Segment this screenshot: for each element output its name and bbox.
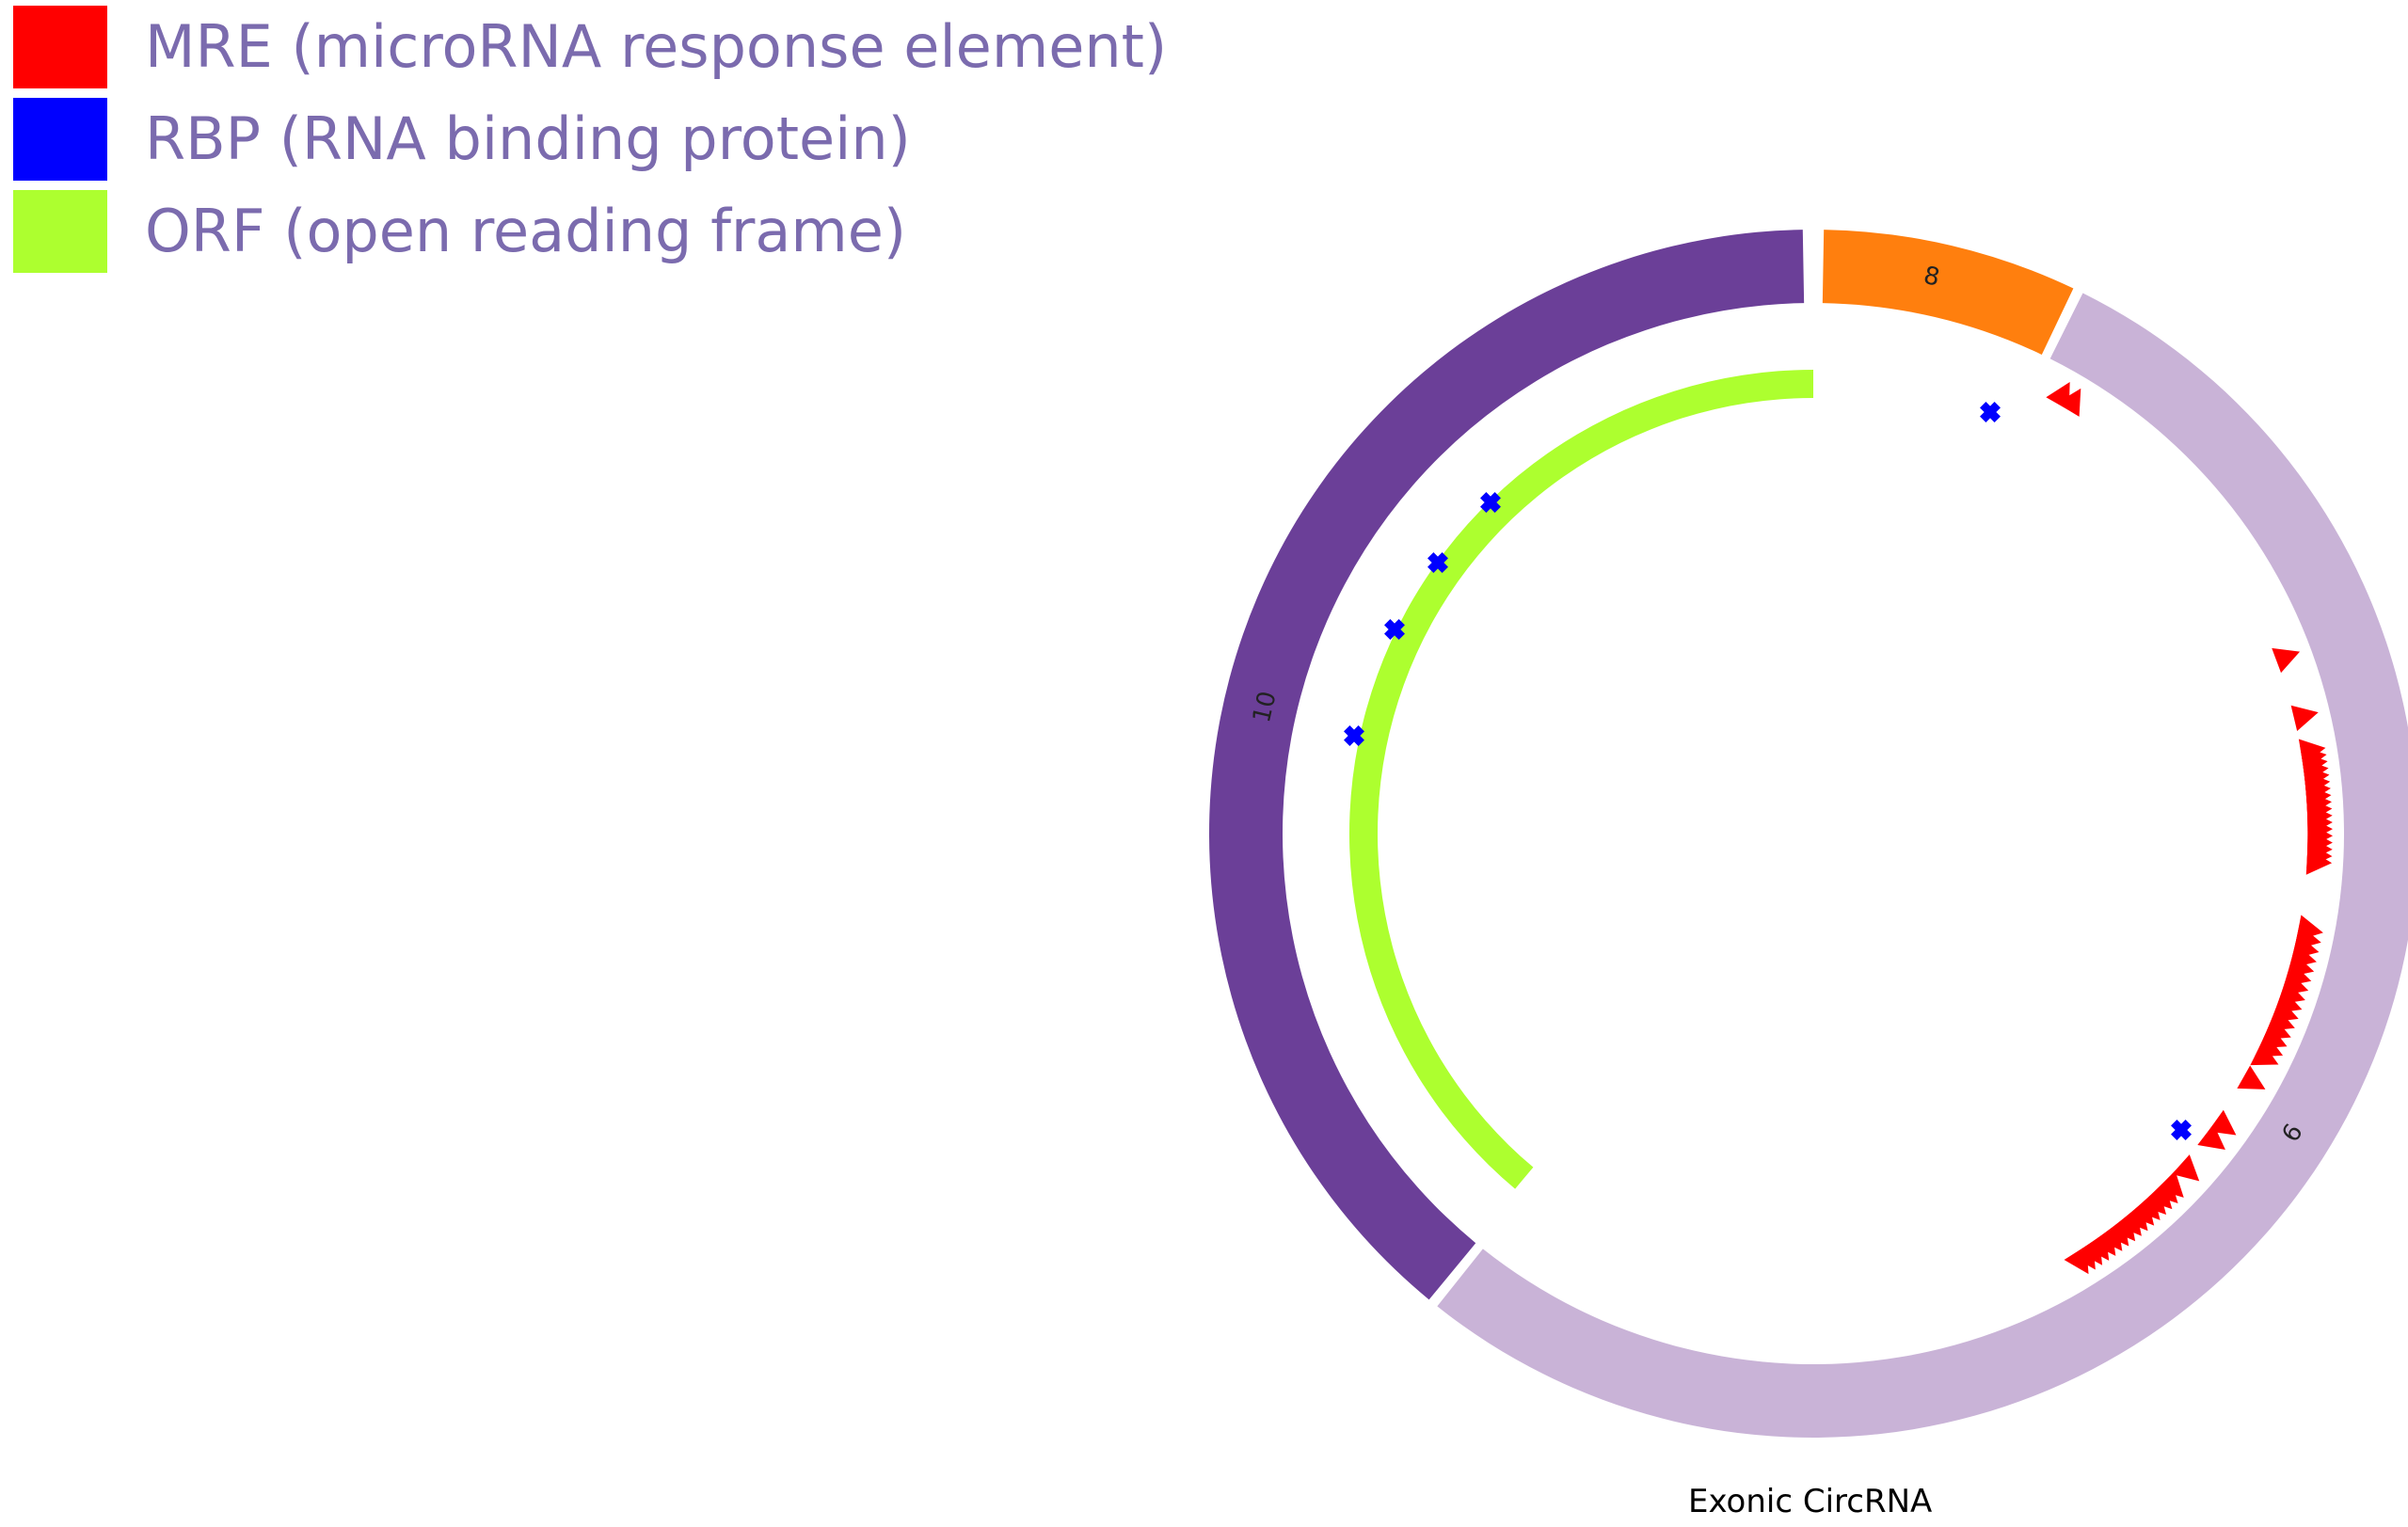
rbp-marker bbox=[1384, 619, 1405, 640]
rbp-marker bbox=[1980, 402, 2001, 422]
mre-marker bbox=[2237, 1065, 2266, 1090]
exon-segment-9 bbox=[1437, 293, 2408, 1438]
rbp-marker bbox=[1427, 552, 1448, 573]
rbp-marker bbox=[1344, 725, 1364, 746]
exon-segment-10 bbox=[1209, 230, 1805, 1300]
legend-label-mre: MRE (microRNA response element) bbox=[145, 12, 1168, 81]
orf-segment bbox=[1349, 370, 1813, 1189]
mre-marker bbox=[2290, 705, 2319, 731]
mre-swatch bbox=[13, 6, 107, 88]
mre-marker bbox=[2056, 388, 2081, 417]
mre-marker bbox=[2272, 647, 2301, 674]
legend-label-orf: ORF (open reading frame) bbox=[145, 197, 907, 265]
mre-marker bbox=[2305, 848, 2333, 875]
mre-marker bbox=[2250, 1042, 2279, 1066]
rbp-swatch bbox=[13, 98, 107, 181]
mre-marker bbox=[2197, 1123, 2225, 1151]
rbp-markers bbox=[1344, 402, 2192, 1140]
exon-label-10: 10 bbox=[1248, 689, 1283, 725]
rbp-marker bbox=[1480, 492, 1501, 513]
orf-swatch bbox=[13, 190, 107, 273]
mre-markers bbox=[2046, 382, 2333, 1275]
exon-label-8: 8 bbox=[1922, 262, 1942, 293]
mre-marker bbox=[2172, 1154, 2200, 1182]
mre-marker bbox=[2064, 1246, 2089, 1275]
diagram-caption: Exonic CircRNA bbox=[1688, 1483, 1933, 1520]
exon-segment-8 bbox=[1822, 230, 2074, 355]
orf-arc bbox=[1349, 370, 1813, 1189]
rbp-marker bbox=[2171, 1120, 2192, 1140]
legend-label-rbp: RBP (RNA binding protein) bbox=[145, 104, 911, 173]
